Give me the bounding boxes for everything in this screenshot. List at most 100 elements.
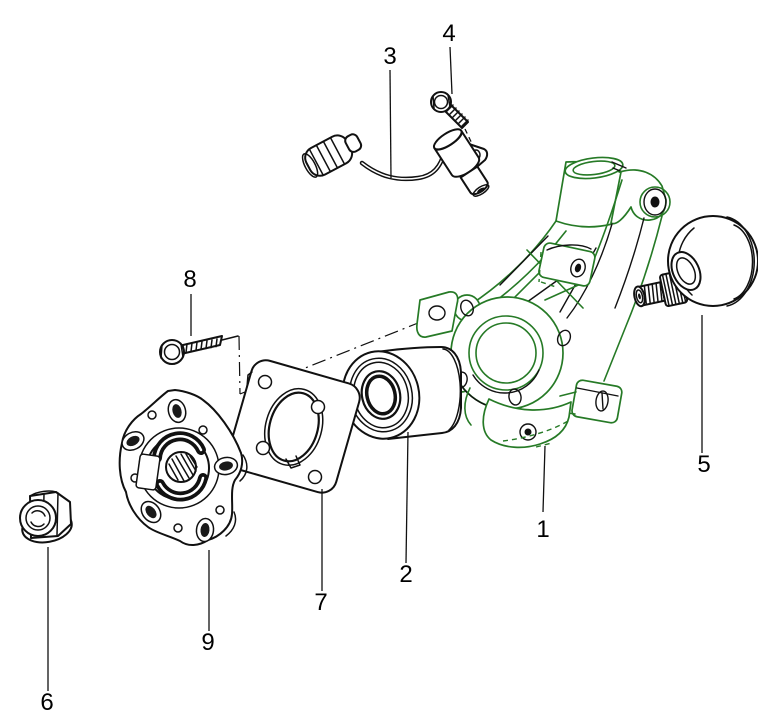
bolt-head: [159, 339, 185, 365]
lower-bracket-slot: [595, 390, 609, 412]
cover-plate-rotated: [227, 359, 361, 494]
sensor-screw-drawing: [430, 91, 469, 129]
key-tab-body: [135, 453, 161, 491]
ball-joint-drawing: [633, 215, 758, 308]
bearing-inner-race: [360, 370, 402, 420]
connector-neck: [344, 133, 363, 153]
bolt-axis-stub: [221, 335, 239, 341]
sensor-cable: [359, 147, 448, 182]
callout-7-cover-plate[interactable]: 7: [314, 589, 327, 616]
plate-hole-tl: [257, 374, 273, 390]
leader-1: [542, 445, 546, 513]
lower-bracket-slot-line: [601, 392, 604, 410]
c-washer-lower-highlight: [158, 476, 205, 498]
plate-hole-br: [307, 469, 323, 485]
boot-collar-inner: [675, 257, 697, 285]
dimple: [147, 410, 157, 420]
plate-center-hole: [267, 391, 320, 463]
bushing-ring: [643, 188, 667, 216]
lower-bracket-body: [571, 379, 623, 424]
clamp-tube-rim: [564, 156, 624, 180]
bearing-bore-ring: [364, 374, 398, 416]
callout-6-collar-nut[interactable]: 6: [40, 689, 53, 716]
right-inner-edge: [614, 217, 645, 309]
nut-top-edge: [29, 490, 57, 497]
lower-left-foot: [464, 387, 472, 426]
pinch-boss-hidden-edges: [538, 251, 557, 288]
callout-5-ball-joint[interactable]: 5: [697, 451, 710, 478]
pinch-boss-hole-dark: [574, 263, 582, 273]
bolt-head-facets: [160, 343, 184, 359]
abs-speed-sensor-drawing: [301, 128, 490, 197]
flange-hole-1: [460, 299, 474, 317]
pinch-boss-hole: [570, 258, 586, 278]
boot-collar: [670, 251, 702, 291]
wheel-bearing-drawing: [341, 346, 462, 440]
callout-labels: 1 2 3 4 5 6 7 8 9: [40, 20, 710, 716]
lower-bracket-edge: [576, 387, 619, 397]
pinch-boss-top-edge: [546, 244, 592, 251]
screw-head-inner: [433, 94, 449, 110]
stud-hole-dark: [145, 505, 157, 519]
flange-hole-3: [508, 388, 522, 406]
bottom-boss-hole: [519, 423, 537, 441]
dimple: [198, 425, 208, 435]
bearing-rim-arc: [442, 348, 462, 431]
bushing-boss: [639, 186, 671, 218]
sensor-barrel-cap: [432, 128, 463, 151]
stud-hole-dark: [219, 461, 233, 471]
bottom-hidden-edges: [502, 420, 569, 448]
upper-arm: [610, 169, 667, 225]
leader-2: [405, 431, 409, 564]
sensor-connector: [301, 133, 363, 178]
dimple: [173, 523, 183, 533]
sensor-cable-highlight: [361, 149, 446, 180]
leader-4: [449, 46, 453, 95]
bushing-bore: [650, 196, 660, 208]
sensor-body: [432, 128, 490, 197]
stud-tip-center: [638, 293, 641, 300]
dimple: [215, 505, 225, 515]
bottom-boss: [482, 398, 572, 449]
pinch-boss: [538, 242, 596, 287]
boot-rim-arc-1: [726, 216, 755, 307]
bolt-head-inner: [163, 343, 181, 361]
bearing-bore-inner: [475, 322, 537, 384]
plate-bent-tab: [285, 455, 301, 469]
leader-3: [389, 69, 392, 179]
c-washer-upper-highlight: [155, 435, 203, 460]
flange-bolt-drawing: [159, 335, 223, 365]
plate-hole-tr: [310, 399, 326, 415]
callout-leader-lines: [47, 46, 703, 691]
flange-hole-4: [556, 329, 572, 347]
collar-nut-drawing: [19, 490, 73, 544]
spline-hatch: [168, 453, 198, 482]
clamp-tube-bore: [572, 160, 616, 176]
callout-4-sensor-screw[interactable]: 4: [442, 20, 455, 47]
cover-plate-drawing: [227, 359, 361, 494]
stud-hole-dark: [200, 523, 210, 537]
truss-right-edge: [566, 223, 613, 319]
plate-thickness-edge: [246, 371, 253, 388]
sensor-tip-dark: [477, 187, 485, 194]
bearing-bore: [468, 315, 544, 391]
right-silhouette: [603, 215, 663, 382]
stud-hole-dark: [172, 404, 182, 418]
lower-bracket: [571, 379, 623, 424]
callout-1-steering-knuckle[interactable]: 1: [536, 516, 549, 543]
connector-end: [301, 152, 319, 178]
left-ear-hole: [428, 305, 446, 321]
bolt-thread-lines: [185, 338, 218, 354]
connector-ribs: [308, 137, 345, 176]
callout-9-wheel-hub[interactable]: 9: [201, 629, 214, 656]
callout-3-abs-speed-sensor[interactable]: 3: [383, 43, 396, 70]
bolt-axis-centerline: [238, 335, 241, 395]
plate-center-hole-rim: [263, 387, 324, 466]
callout-8-flange-bolt[interactable]: 8: [183, 266, 196, 293]
plate-hole-bl: [255, 440, 271, 456]
bottom-boss-hole-dark: [524, 428, 532, 436]
callout-2-wheel-bearing[interactable]: 2: [399, 561, 412, 588]
pinch-boss-body: [538, 242, 596, 287]
